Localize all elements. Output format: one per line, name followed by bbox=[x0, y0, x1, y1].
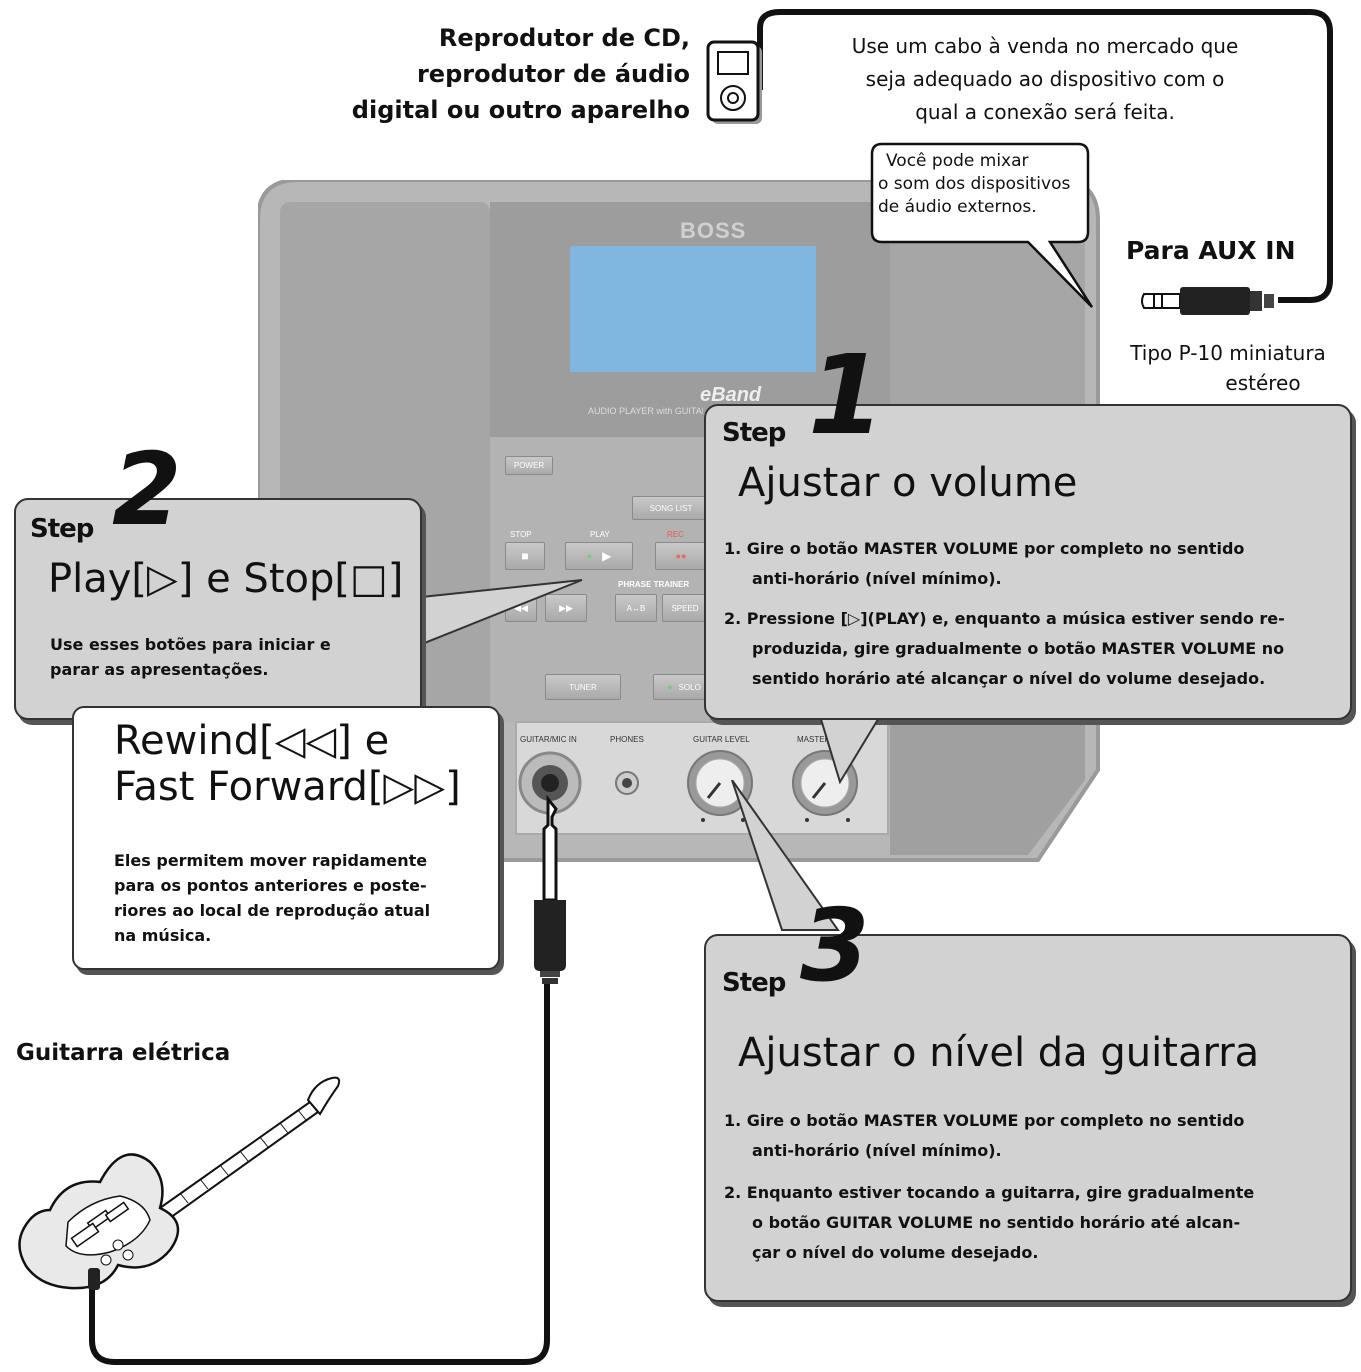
audio-player-icon bbox=[706, 40, 762, 124]
solo-label: SOLO bbox=[678, 682, 701, 692]
aux-plug-caption: Tipo P-10 miniatura estéreo bbox=[1120, 338, 1336, 398]
electric-guitar-icon bbox=[18, 1076, 341, 1290]
step1-word: Step bbox=[722, 418, 786, 448]
step3-item-line: 2. Enquanto estiver tocando a guitarra, … bbox=[724, 1183, 1255, 1202]
play-icon: ▶ bbox=[602, 549, 612, 563]
step2-number: 2 bbox=[112, 431, 182, 548]
step2-pointer bbox=[412, 579, 583, 650]
phones-jack-icon bbox=[615, 771, 639, 795]
cable-note: Use um cabo à venda no mercado que seja … bbox=[810, 30, 1280, 129]
step3-instructions: 1. Gire o botão MASTER VOLUME por comple… bbox=[724, 1106, 1344, 1268]
rewind-description: Eles permitem mover rapidamente para os … bbox=[114, 848, 430, 948]
source-device-label-line: digital ou outro aparelho bbox=[351, 96, 690, 124]
rewind-icon: ◀◀ bbox=[514, 602, 528, 613]
step1-number: 1 bbox=[808, 331, 885, 459]
step2-description-line: Use esses botões para iniciar e bbox=[50, 635, 331, 654]
mix-bubble-line: de áudio externos. bbox=[878, 197, 1037, 217]
mix-bubble: Você pode mixar o som dos dispositivos d… bbox=[878, 150, 1088, 219]
mix-bubble-shape bbox=[870, 142, 1094, 308]
guitar-level-label: GUITAR LEVEL bbox=[693, 735, 750, 744]
step1-item-line: 1. Gire o botão MASTER VOLUME por comple… bbox=[724, 539, 1245, 558]
guitar-mic-in-label: GUITAR/MIC IN bbox=[520, 735, 577, 744]
play-label: PLAY bbox=[590, 530, 610, 539]
aux-in-label: Para AUX IN bbox=[1126, 236, 1296, 265]
step1-item-line: 2. Pressione [▷](PLAY) e, enquanto a mús… bbox=[724, 609, 1285, 628]
step2-title: Play[▷] e Stop[□] bbox=[48, 556, 404, 602]
step1-title: Ajustar o volume bbox=[738, 460, 1078, 506]
rewind-panel bbox=[72, 706, 500, 970]
phrase-trainer-label: PHRASE TRAINER bbox=[618, 580, 690, 589]
model-logo: eBand bbox=[700, 384, 762, 406]
rewind-description-line: para os pontos anteriores e poste- bbox=[114, 876, 427, 895]
jack-row bbox=[518, 750, 858, 822]
aux-plug-caption-line: Tipo P-10 miniatura bbox=[1130, 341, 1326, 365]
stop-icon: ■ bbox=[521, 549, 529, 563]
cable-note-line: Use um cabo à venda no mercado que bbox=[851, 34, 1239, 58]
mix-bubble-line: Você pode mixar bbox=[886, 151, 1029, 171]
aux-plug-icon bbox=[1141, 287, 1274, 315]
step3-panel bbox=[704, 934, 1352, 1302]
brand-logo: BOSS bbox=[680, 218, 747, 243]
step1-item-line: anti-horário (nível mínimo). bbox=[752, 569, 1002, 588]
rewind-description-line: na música. bbox=[114, 926, 212, 945]
rec-button[interactable]: ●● bbox=[655, 542, 707, 570]
step2-panel bbox=[14, 498, 422, 720]
step2-word: Step bbox=[30, 514, 94, 544]
rec-label: REC bbox=[667, 530, 684, 539]
step3-number: 3 bbox=[800, 887, 870, 1004]
song-list-button[interactable]: SONG LIST bbox=[632, 496, 710, 520]
step2-description: Use esses botões para iniciar e parar as… bbox=[50, 632, 331, 682]
rewind-title-line: Fast Forward[▷▷] bbox=[114, 764, 461, 810]
step3-item-line: o botão GUITAR VOLUME no sentido horário… bbox=[752, 1213, 1241, 1232]
step1-panel bbox=[704, 404, 1352, 720]
step3-item-line: çar o nível do volume desejado. bbox=[752, 1243, 1039, 1262]
power-button[interactable]: POWER bbox=[505, 456, 553, 475]
source-device-label: Reprodutor de CD, reprodutor de áudio di… bbox=[320, 20, 690, 128]
step1-instructions: 1. Gire o botão MASTER VOLUME por comple… bbox=[724, 534, 1344, 694]
model-subtitle: AUDIO PLAYER with GUITAR EFFECTS bbox=[588, 406, 703, 416]
rewind-title-line: Rewind[◁◁] e bbox=[114, 718, 390, 764]
guitar-cable bbox=[89, 980, 550, 1365]
mix-bubble-line: o som dos dispositivos bbox=[878, 174, 1071, 194]
fast-forward-icon: ▶▶ bbox=[559, 602, 573, 613]
guitar-jack-icon bbox=[518, 751, 582, 815]
ab-button[interactable]: A↔B bbox=[615, 594, 657, 622]
step3-pointer bbox=[731, 780, 840, 931]
rewind-description-line: Eles permitem mover rapidamente bbox=[114, 851, 428, 870]
stop-label: STOP bbox=[510, 530, 532, 539]
source-device-label-line: reprodutor de áudio bbox=[416, 60, 690, 88]
led-icon: ● bbox=[667, 682, 673, 692]
source-device-label-line: Reprodutor de CD, bbox=[438, 24, 690, 52]
step3-item-line: 1. Gire o botão MASTER VOLUME por comple… bbox=[724, 1111, 1245, 1130]
aux-plug-caption-line: estéreo bbox=[1225, 371, 1301, 395]
step1-item-line: produzida, gire gradualmente o botão MAS… bbox=[752, 639, 1285, 658]
step1-item-line: sentido horário até alcançar o nível do … bbox=[752, 669, 1266, 688]
step2-description-line: parar as apresentações. bbox=[50, 660, 269, 679]
guitar-label: Guitarra elétrica bbox=[16, 1040, 231, 1066]
rec-icon: ●● bbox=[675, 551, 687, 561]
aux-cable bbox=[757, 9, 1333, 303]
stop-button[interactable]: ■ bbox=[505, 542, 545, 570]
rewind-description-line: riores ao local de reprodução atual bbox=[114, 901, 431, 920]
rewind-title: Rewind[◁◁] e Fast Forward[▷▷] bbox=[114, 718, 461, 810]
guitar-plug-icon bbox=[534, 795, 566, 984]
cable-note-line: qual a conexão será feita. bbox=[915, 100, 1175, 124]
speed-button[interactable]: SPEED bbox=[662, 594, 708, 622]
step3-word: Step bbox=[722, 968, 786, 998]
fast-forward-button[interactable]: ▶▶ bbox=[545, 594, 587, 622]
step3-title: Ajustar o nível da guitarra bbox=[738, 1030, 1260, 1076]
step3-item-line: anti-horário (nível mínimo). bbox=[752, 1141, 1002, 1160]
step1-pointer bbox=[820, 720, 879, 785]
play-button[interactable]: ●▶ bbox=[565, 542, 633, 570]
guitar-level-knob-icon bbox=[687, 750, 753, 822]
phones-label: PHONES bbox=[610, 735, 644, 744]
tuner-button[interactable]: TUNER bbox=[545, 674, 621, 700]
led-icon: ● bbox=[586, 551, 593, 561]
cable-note-line: seja adequado ao dispositivo com o bbox=[865, 67, 1225, 91]
